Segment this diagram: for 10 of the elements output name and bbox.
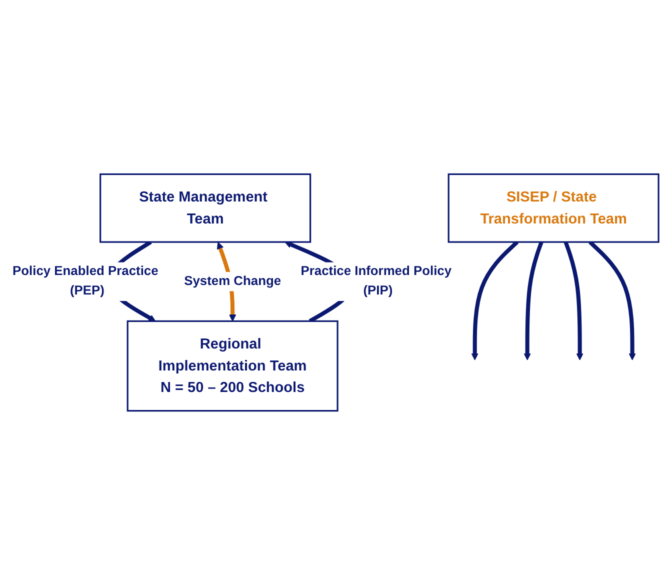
edge-label: Policy Enabled Practice (PEP)	[12, 264, 158, 298]
arrow	[564, 241, 584, 360]
node-box: Regional Implementation Team N = 50 – 200 Schools	[126, 320, 338, 412]
edge-label: Practice Informed Policy (PIP)	[300, 264, 452, 298]
arrow	[524, 241, 544, 360]
arrow	[588, 240, 636, 360]
node-box: SISEP / State Transformation Team	[448, 173, 660, 243]
edge-label: System Change	[184, 274, 282, 288]
node-box: State Management Team	[100, 173, 312, 243]
arrow	[471, 240, 519, 360]
